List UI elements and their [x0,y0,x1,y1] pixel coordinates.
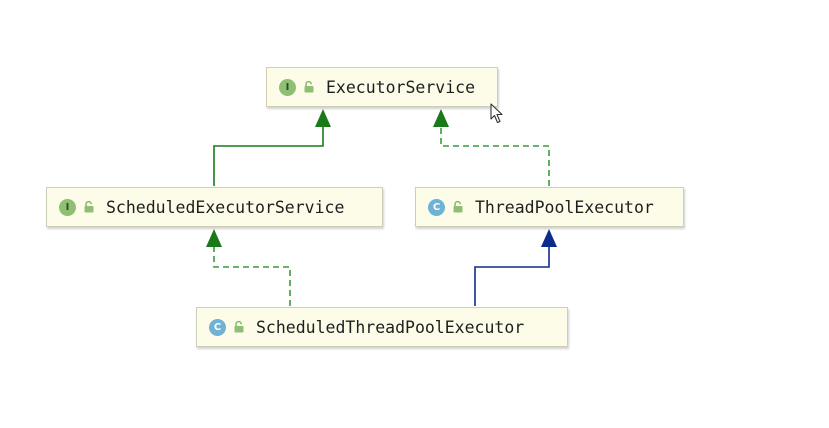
node-scheduled-executor-service[interactable]: I ScheduledExecutorService [46,187,383,227]
node-executor-service[interactable]: I ExecutorService [266,67,498,107]
lock-open-icon [453,200,463,213]
arrowhead-executorservice-left [315,109,331,127]
interface-badge-icon: I [279,78,296,96]
arrowhead-threadpoolexecutor [541,229,557,247]
class-badge-icon: C [209,318,226,336]
edge-threadpoolexecutor-to-executorservice [440,126,550,186]
node-thread-pool-executor[interactable]: C ThreadPoolExecutor [415,187,684,227]
node-label: ScheduledThreadPoolExecutor [256,317,525,337]
node-label: ThreadPoolExecutor [475,197,654,217]
lock-open-icon [84,200,94,213]
lock-open-icon [234,320,244,333]
lock-open-icon [304,80,314,93]
arrowhead-executorservice-right [433,109,449,127]
node-label: ExecutorService [326,77,476,97]
class-badge-icon: C [428,198,445,216]
node-scheduled-thread-pool-executor[interactable]: C ScheduledThreadPoolExecutor [196,307,568,347]
arrowhead-scheduledexecutorservice [206,229,222,247]
edge-scheduledexecutorservice-to-executorservice [213,126,324,186]
mouse-pointer-icon [490,103,503,124]
edge-scheduledthreadpoolexecutor-to-scheduledexecutorservice [213,246,291,306]
interface-badge-icon: I [59,198,76,216]
node-label: ScheduledExecutorService [106,197,345,217]
edge-scheduledthreadpoolexecutor-to-threadpoolexecutor [474,246,550,306]
